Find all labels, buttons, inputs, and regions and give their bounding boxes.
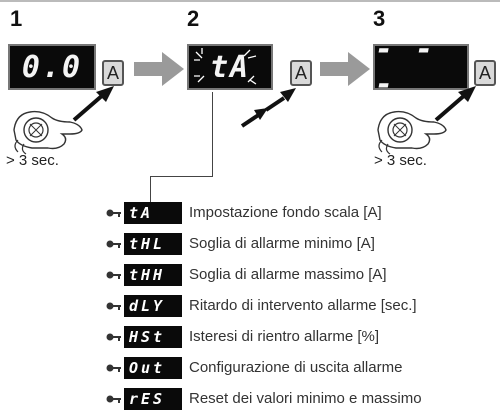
connector-vertical [212,92,213,176]
step-3-display-value: - - - [375,32,436,102]
step-2-number: 2 [187,6,200,31]
push-arrow-icon [72,86,114,122]
step-3-hold-time: > 3 sec. [374,152,427,169]
step-1-a-button[interactable]: A [102,60,124,86]
menu-item: tA Impostazione fondo scala [A] [0,202,500,224]
step-1-number: 1 [10,6,23,31]
menu-item: HSt Isteresi di rientro allarme [%] [0,326,500,348]
key-icon [106,302,121,310]
menu-item: tHL Soglia di allarme minimo [A] [0,233,500,255]
menu-label: Configurazione di uscita allarme [189,359,403,376]
blink-lines-icon [194,48,257,85]
menu-label: Isteresi di rientro allarme [%] [189,328,380,345]
menu-label: Reset dei valori minimo e massimo [189,390,422,407]
step-1-hold-time: > 3 sec. [6,152,59,169]
menu-code: Out [124,357,182,379]
gray-right-arrow-icon [134,52,184,86]
menu-code: HSt [124,326,182,348]
key-icon [106,209,121,217]
hand-turning-knob-icon [377,110,447,155]
menu-item: rES Reset dei valori minimo e massimo [0,388,500,410]
step-3-number: 3 [373,6,386,31]
menu-code: dLY [124,295,182,317]
menu-code: tA [124,202,182,224]
menu-code: tHL [124,233,182,255]
step-2-a-button[interactable]: A [290,60,312,86]
key-icon [106,395,121,403]
key-icon [106,240,121,248]
menu-item: Out Configurazione di uscita allarme [0,357,500,379]
step-3-display: - - - [373,32,469,102]
key-icon [106,364,121,372]
connector-down [150,176,151,202]
menu-item: dLY Ritardo di intervento allarme [sec.] [0,295,500,317]
key-icon [106,271,121,279]
menu-code: rES [124,388,182,410]
menu-item: tHH Soglia di allarme massimo [A] [0,264,500,286]
menu-code: tHH [124,264,182,286]
step-2-display: tA [187,44,273,90]
menu-label: Impostazione fondo scala [A] [189,204,382,221]
step-1-display-value: 0.0 [21,49,83,85]
hand-turning-knob-icon [13,110,83,155]
step-3-a-button[interactable]: A [474,60,496,86]
menu-label: Soglia di allarme massimo [A] [189,266,387,283]
menu-label: Soglia di allarme minimo [A] [189,235,375,252]
menu-label: Ritardo di intervento allarme [sec.] [189,297,417,314]
top-rule [0,0,500,2]
step-1-display: 0.0 [8,44,96,90]
key-icon [106,333,121,341]
connector-horizontal [150,176,213,177]
gray-right-arrow-icon [320,52,370,86]
push-arrow-icon [434,86,476,122]
step-2-display-value: tA [209,49,251,85]
push-arrow-icon [240,88,296,128]
